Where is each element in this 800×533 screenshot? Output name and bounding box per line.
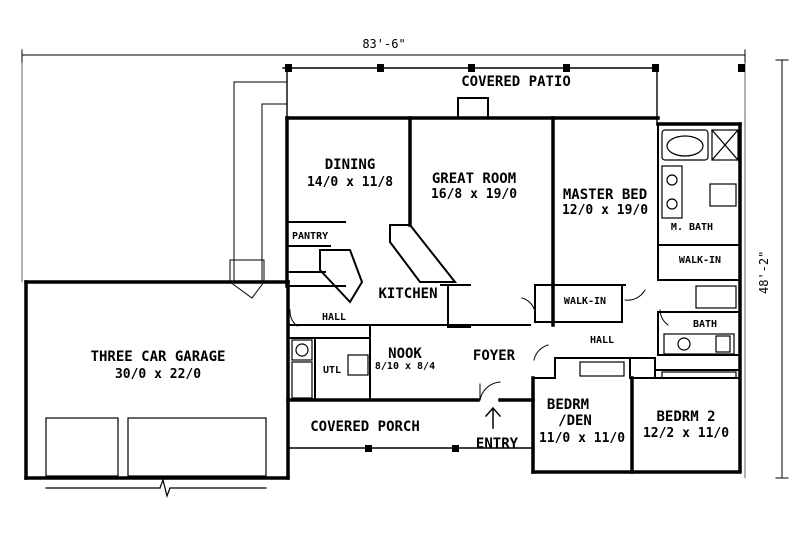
driveway-outline [229, 81, 288, 299]
room-great-room: GREAT ROOM [431, 171, 517, 187]
room-bedroom-den-line2: /DEN [558, 413, 592, 429]
room-nook: NOOK [388, 346, 422, 362]
room-hall-left: HALL [322, 312, 347, 323]
room-nook-size: 8/10 x 8/4 [374, 361, 436, 372]
room-pantry: PANTRY [292, 231, 329, 242]
entry-arrow [484, 406, 502, 429]
room-dining: DINING [324, 157, 376, 173]
fireplace [457, 97, 489, 119]
columns [285, 64, 745, 452]
room-hall-right: HALL [590, 335, 615, 346]
room-utility: UTL [323, 365, 342, 376]
room-kitchen: KITCHEN [378, 286, 438, 302]
room-bedroom-den-line1: BEDRM [546, 397, 590, 413]
overall-width-label: 83'-6" [362, 37, 406, 51]
garage-doors [45, 417, 267, 499]
room-dining-size: 14/0 x 11/8 [306, 175, 394, 190]
room-covered-patio: COVERED PATIO [461, 74, 571, 90]
door-swings [289, 289, 669, 401]
interior-walls [288, 123, 741, 401]
room-bath: BATH [693, 319, 718, 330]
room-garage: THREE CAR GARAGE [90, 349, 226, 365]
room-entry: ENTRY [475, 436, 519, 452]
dimension-lines [21, 49, 789, 479]
room-covered-porch: COVERED PORCH [310, 419, 420, 435]
room-bedroom-den-size: 11/0 x 11/0 [538, 431, 626, 446]
room-master-bed: MASTER BED [562, 187, 648, 203]
room-master-bath: M. BATH [670, 222, 714, 233]
room-walk-in-master: WALK-IN [678, 255, 722, 266]
room-bedroom-2-size: 12/2 x 11/0 [642, 426, 730, 441]
room-great-room-size: 16/8 x 19/0 [430, 187, 518, 202]
overall-depth-label: 48'-2" [757, 250, 771, 294]
room-garage-size: 30/0 x 22/0 [114, 367, 202, 382]
room-walk-in-hall: WALK-IN [563, 296, 607, 307]
room-master-bed-size: 12/0 x 19/0 [561, 203, 649, 218]
fixtures [291, 129, 739, 399]
room-bedroom-2: BEDRM 2 [656, 409, 716, 425]
room-foyer: FOYER [472, 348, 516, 364]
